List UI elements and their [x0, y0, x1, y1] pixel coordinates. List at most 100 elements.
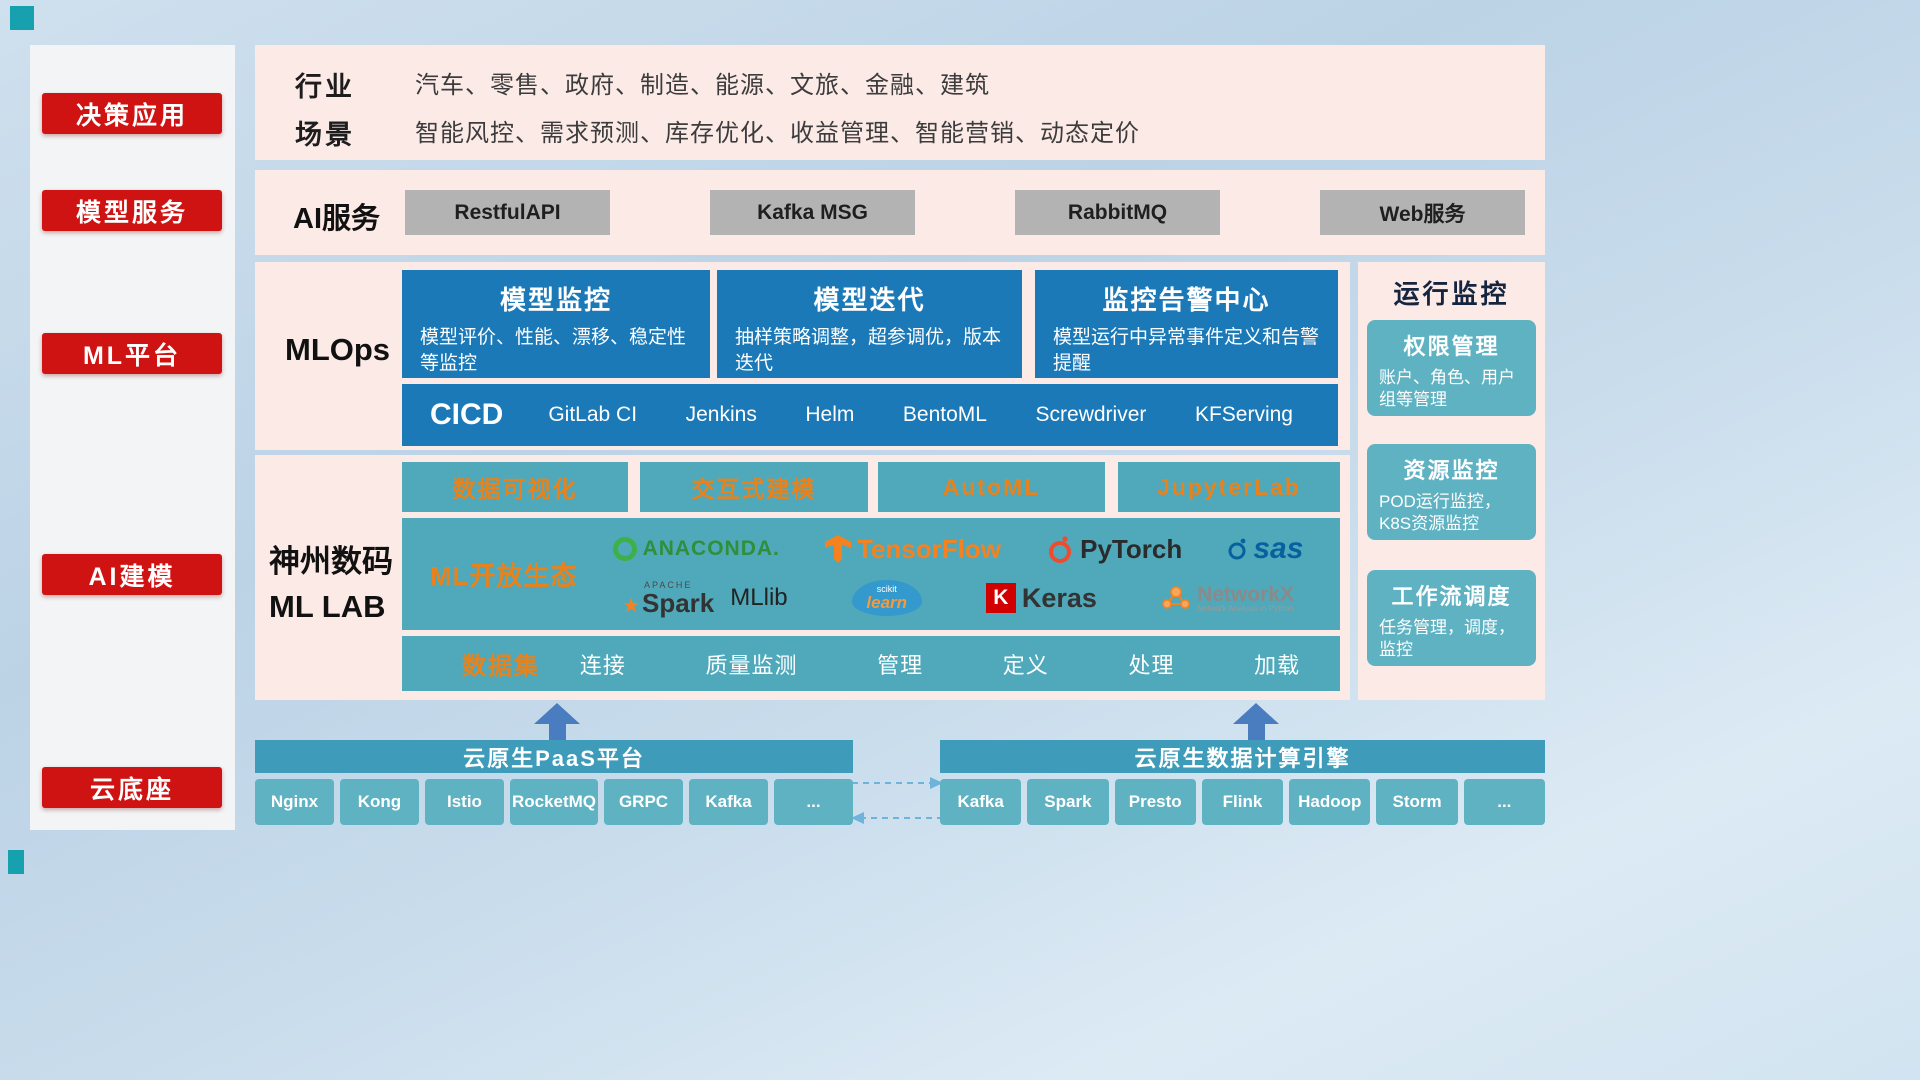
- scenario-list: 智能风控、需求预测、库存优化、收益管理、智能营销、动态定价: [415, 120, 1140, 147]
- networkx-tagline: Network Analysis in Python: [1197, 603, 1294, 613]
- runtime-monitor-panel: 运行监控 权限管理 账户、角色、用户组等管理 资源监控 POD运行监控，K8S资…: [1358, 262, 1545, 700]
- networkx-wordmark: NetworkX: [1197, 582, 1294, 606]
- sidebar-item-ai-modeling: AI建模: [42, 554, 222, 595]
- alert-center-title: 监控告警中心: [1102, 285, 1271, 315]
- kong-button[interactable]: Kong: [339, 779, 419, 825]
- model-iteration-desc: 抽样策略调整，超参调优，版本迭代: [735, 327, 1002, 374]
- more-button[interactable]: ...: [774, 779, 853, 825]
- anaconda-wordmark: ANACONDA.: [642, 537, 780, 560]
- sidebar-item-cloud-base: 云底座: [42, 767, 222, 808]
- restfulapi-button[interactable]: RestfulAPI: [405, 190, 610, 235]
- ml-ecosystem-box: ML开放生态 ANACONDA. TensorFlow PyTorch sas: [402, 518, 1340, 630]
- more-button[interactable]: ...: [1463, 779, 1545, 825]
- rabbitmq-button[interactable]: RabbitMQ: [1015, 190, 1220, 235]
- dataset-item-load: 加载: [1254, 652, 1301, 678]
- cicd-item-helm: Helm: [805, 403, 855, 426]
- cloud-paas-title: 云原生PaaS平台: [255, 740, 853, 773]
- permission-mgmt-desc: 账户、角色、用户组等管理: [1379, 368, 1515, 410]
- dataset-item-connect: 连接: [579, 652, 626, 678]
- mllab-label: 神州数码 ML LAB: [269, 540, 393, 630]
- industry-list: 汽车、零售、政府、制造、能源、文旅、金融、建筑: [415, 72, 990, 99]
- cicd-bar: CICD GitLab CI Jenkins Helm BentoML Scre…: [402, 384, 1338, 446]
- automl-box: AutoML: [878, 462, 1105, 512]
- cicd-item-screwdriver: Screwdriver: [1035, 403, 1147, 426]
- alert-center-desc: 模型运行中异常事件定义和告警提醒: [1053, 327, 1320, 374]
- storm-button[interactable]: Storm: [1376, 779, 1458, 825]
- sidebar-item-model-services: 模型服务: [42, 190, 222, 231]
- spark-mllib-logo: APACHE ★Spark MLlib: [622, 579, 788, 618]
- flink-button[interactable]: Flink: [1201, 779, 1284, 825]
- hadoop-button[interactable]: Hadoop: [1289, 779, 1371, 825]
- spark-button[interactable]: Spark: [1027, 779, 1109, 825]
- mllab-panel: 神州数码 ML LAB 数据可视化 交互式建模 AutoML JupyterLa…: [255, 455, 1350, 700]
- permission-mgmt-card: 权限管理 账户、角色、用户组等管理: [1367, 320, 1536, 416]
- nginx-button[interactable]: Nginx: [255, 779, 334, 825]
- permission-mgmt-title: 权限管理: [1403, 334, 1500, 359]
- cicd-item-jenkins: Jenkins: [685, 403, 757, 426]
- workflow-scheduler-desc: 任务管理，调度，监控: [1379, 618, 1515, 660]
- alert-center-card: 监控告警中心 模型运行中异常事件定义和告警提醒: [1035, 270, 1338, 378]
- runtime-monitor-title: 运行监控: [1393, 279, 1510, 309]
- kafka-button[interactable]: Kafka: [940, 779, 1022, 825]
- learn-label: learn: [866, 593, 908, 612]
- model-iteration-card: 模型迭代 抽样策略调整，超参调优，版本迭代: [717, 270, 1022, 378]
- sas-icon: [1228, 538, 1246, 560]
- scikit-learn-icon: scikit learn: [851, 580, 922, 616]
- tensorflow-wordmark: TensorFlow: [857, 533, 1001, 564]
- workflow-scheduler-card: 工作流调度 任务管理，调度，监控: [1367, 570, 1536, 666]
- industry-scenario-panel: 行业 汽车、零售、政府、制造、能源、文旅、金融、建筑 场景 智能风控、需求预测、…: [255, 45, 1545, 160]
- presto-button[interactable]: Presto: [1114, 779, 1196, 825]
- spark-wordmark: ★Spark: [622, 587, 715, 618]
- up-arrow-icon: [534, 703, 580, 740]
- web-service-button[interactable]: Web服务: [1320, 190, 1525, 235]
- scikit-label: scikit: [876, 584, 897, 594]
- cicd-item-bentoml: BentoML: [902, 403, 987, 426]
- dataset-item-process: 处理: [1128, 652, 1175, 678]
- data-visualization-box: 数据可视化: [402, 462, 628, 512]
- corner-decor-square-top: [10, 6, 34, 30]
- networkx-logo: NetworkX Network Analysis in Python: [1161, 584, 1294, 613]
- kafka-button[interactable]: Kafka: [689, 779, 768, 825]
- dataset-item-manage: 管理: [877, 652, 924, 678]
- kafka-msg-button[interactable]: Kafka MSG: [710, 190, 915, 235]
- apache-label: APACHE: [643, 579, 693, 590]
- ai-service-label: AI服务: [293, 203, 381, 235]
- corner-decor-square-bottom: [8, 850, 24, 874]
- tensorflow-logo: TensorFlow: [825, 534, 1001, 565]
- tensorflow-icon: [825, 535, 852, 563]
- resource-monitor-card: 资源监控 POD运行监控，K8S资源监控: [1367, 444, 1536, 540]
- scenario-label: 场景: [295, 120, 355, 150]
- spark-icon: ★: [622, 594, 640, 617]
- keras-wordmark: Keras: [1021, 582, 1097, 613]
- cicd-item-gitlab-ci: GitLab CI: [548, 403, 638, 426]
- cloud-data-engine-bar: 云原生数据计算引擎 Kafka Spark Presto Flink Hadoo…: [940, 740, 1545, 825]
- istio-button[interactable]: Istio: [424, 779, 504, 825]
- model-monitoring-card: 模型监控 模型评价、性能、漂移、稳定性等监控: [402, 270, 710, 378]
- workflow-scheduler-title: 工作流调度: [1391, 584, 1512, 609]
- model-monitoring-title: 模型监控: [499, 285, 612, 315]
- networkx-icon: [1162, 586, 1190, 609]
- dashed-connector-arrows-icon: [851, 777, 943, 824]
- grpc-button[interactable]: GRPC: [604, 779, 684, 825]
- model-monitoring-desc: 模型评价、性能、漂移、稳定性等监控: [420, 327, 687, 374]
- pytorch-icon: [1049, 536, 1072, 563]
- keras-icon: K: [985, 583, 1016, 613]
- sidebar-panel: [30, 45, 235, 830]
- dataset-label: 数据集: [462, 653, 540, 680]
- anaconda-logo: ANACONDA.: [612, 537, 780, 561]
- mllab-label-line2: ML LAB: [269, 588, 386, 624]
- rocketmq-button[interactable]: RocketMQ: [509, 779, 599, 825]
- interactive-modeling-box: 交互式建模: [640, 462, 868, 512]
- cicd-label: CICD: [430, 398, 504, 431]
- pytorch-logo: PyTorch: [1046, 534, 1182, 565]
- dataset-bar: 数据集 连接 质量监测 管理 定义 处理 加载: [402, 636, 1340, 691]
- mllib-wordmark: MLlib: [730, 584, 788, 611]
- sidebar-item-ml-platform: ML平台: [42, 333, 222, 374]
- jupyterlab-box: JupyterLab: [1118, 462, 1340, 512]
- industry-label: 行业: [295, 72, 355, 102]
- cicd-item-kfserving: KFServing: [1194, 403, 1293, 426]
- cloud-data-engine-title: 云原生数据计算引擎: [940, 740, 1545, 773]
- resource-monitor-desc: POD运行监控，K8S资源监控: [1379, 492, 1501, 534]
- dataset-item-define: 定义: [1002, 652, 1049, 678]
- sas-logo: sas: [1227, 532, 1303, 566]
